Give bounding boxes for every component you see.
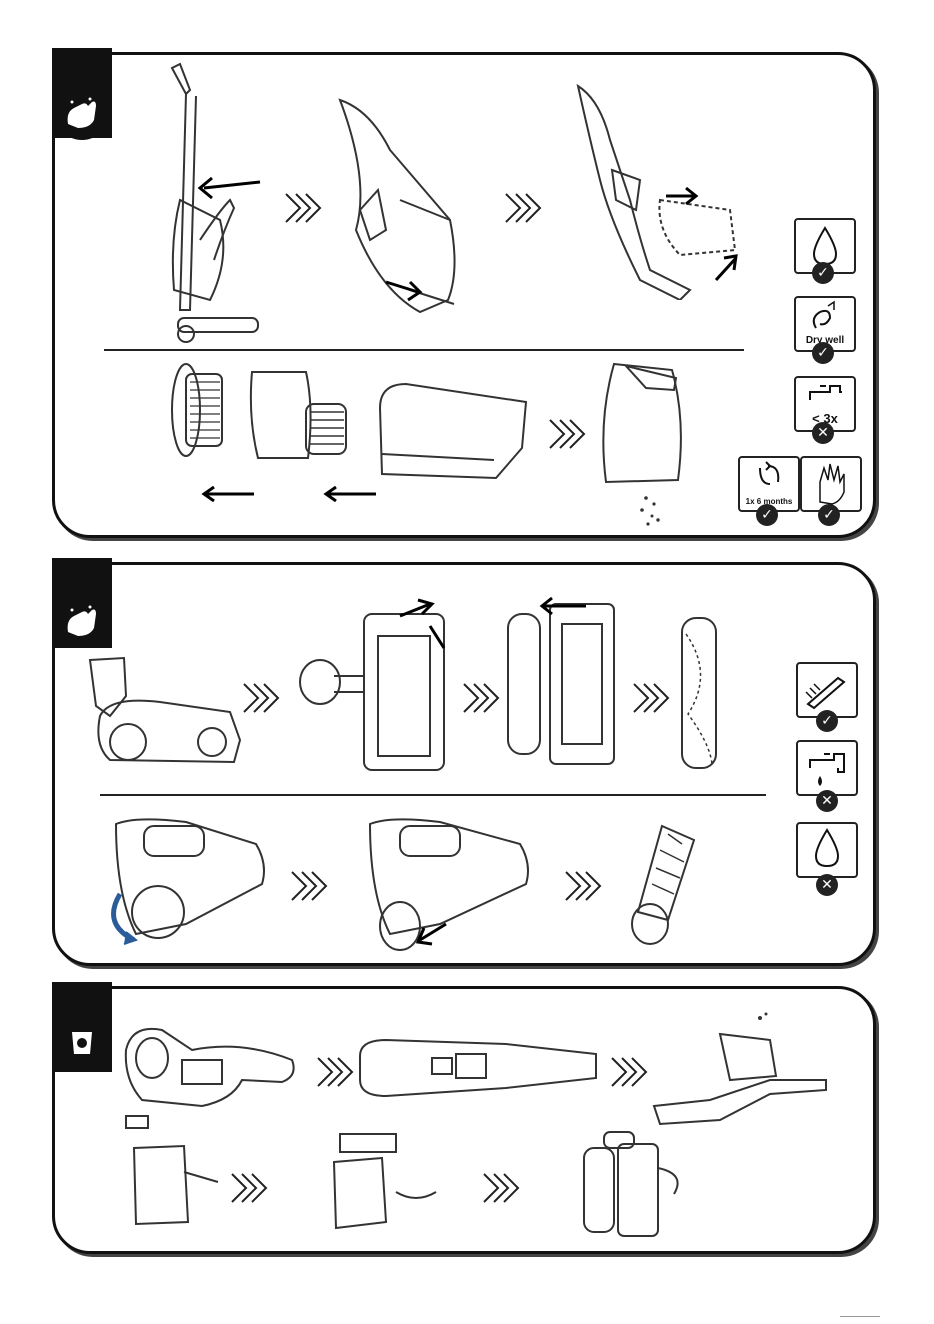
tap-icon — [796, 378, 854, 408]
emptying-bin-illustration — [596, 360, 696, 530]
step-chevron — [502, 188, 544, 228]
brush-with-cap-illustration — [622, 820, 712, 950]
section-badge-3 — [54, 1012, 110, 1068]
handheld-body-illustration — [122, 1020, 302, 1114]
rotating-brush-cover-illustration — [96, 814, 272, 946]
hand-sparkle-icon — [802, 458, 860, 510]
open-brush-head-illustration — [294, 596, 464, 776]
care-cross-mark: ✕ — [812, 422, 834, 444]
section-badge-2 — [54, 592, 110, 648]
tap-icon — [798, 742, 856, 794]
water-drop-icon — [798, 824, 856, 876]
page-edge-mark — [840, 1316, 880, 1317]
battery-lift-illustration — [650, 1010, 832, 1134]
handle-open-illustration — [356, 1026, 600, 1110]
step-chevron — [546, 414, 588, 454]
dust-bin-release-illustration — [570, 80, 750, 300]
brush-icon — [798, 664, 856, 716]
step-chevron — [562, 866, 604, 906]
step-chevron — [282, 188, 324, 228]
step-chevron — [240, 678, 282, 718]
step-chevron — [228, 1168, 270, 1208]
hand-cleaning-icon — [62, 604, 102, 638]
circuit-board-illustration — [326, 1128, 442, 1232]
left-arrow-1 — [200, 486, 256, 502]
step-chevron — [314, 1052, 356, 1092]
row-divider — [100, 794, 766, 796]
filter-disc-illustration — [168, 360, 228, 460]
rotate-arrows-icon — [740, 458, 798, 492]
care-tap-no — [796, 740, 858, 796]
hand-cleaning-icon — [62, 96, 102, 130]
care-water-no — [796, 822, 858, 878]
care-check-mark: ✓ — [818, 504, 840, 526]
row-divider — [104, 349, 744, 351]
care-check-mark: ✓ — [812, 262, 834, 284]
floor-head-illustration — [80, 656, 244, 766]
step-chevron — [608, 1052, 650, 1092]
step-chevron — [480, 1168, 522, 1208]
upright-vacuum-illustration — [150, 60, 280, 350]
brush-roll-removal-illustration — [496, 594, 626, 770]
removing-end-cap-illustration — [360, 814, 536, 956]
dust-bin-illustration — [376, 378, 536, 488]
care-cross-mark: ✕ — [816, 874, 838, 896]
section-badge-1 — [54, 84, 110, 140]
dry-well-icon — [796, 298, 854, 336]
left-arrow-2 — [322, 486, 378, 502]
care-cross-mark: ✕ — [816, 790, 838, 812]
filter-housing-illustration — [248, 368, 358, 468]
battery-cells-illustration — [578, 1128, 688, 1240]
recycle-bin-icon — [62, 1024, 102, 1058]
care-check-mark: ✓ — [756, 504, 778, 526]
step-chevron — [630, 678, 672, 718]
handheld-unit-illustration — [330, 90, 470, 320]
brush-roll-illustration — [674, 614, 724, 774]
care-check-mark: ✓ — [812, 342, 834, 364]
step-chevron — [288, 866, 330, 906]
battery-pack-illustration — [118, 1112, 228, 1232]
care-check-mark: ✓ — [816, 710, 838, 732]
